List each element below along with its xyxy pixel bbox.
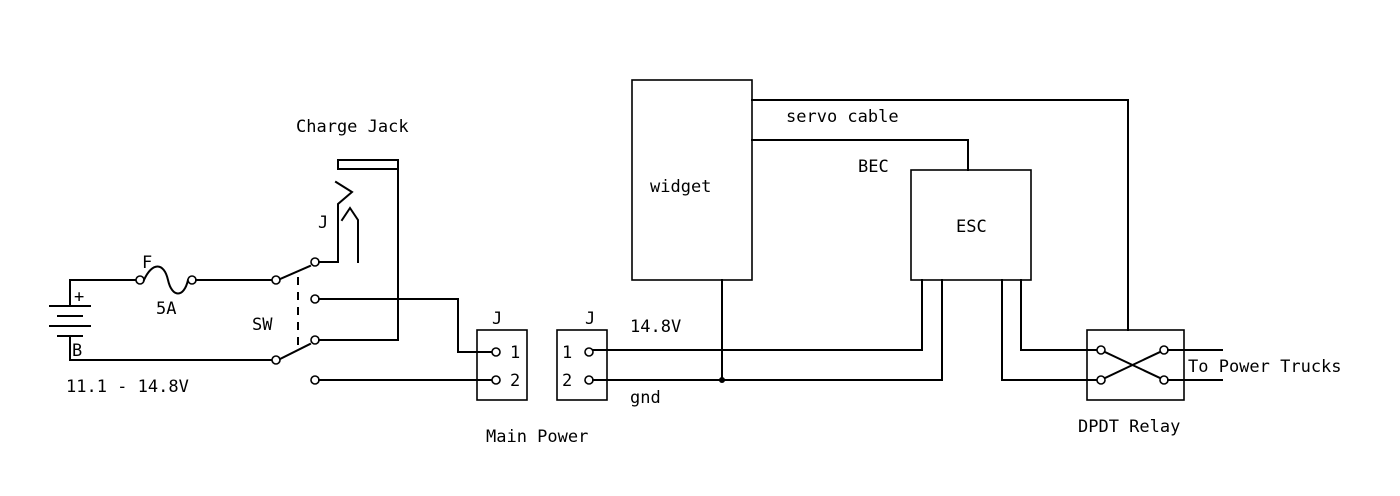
fuse-rating-label: 5A <box>156 299 176 319</box>
conn2-pin1-label: 1 <box>562 343 572 363</box>
gnd-label: gnd <box>630 388 661 408</box>
wire-esc-to-relay-a <box>1020 279 1098 351</box>
battery <box>49 279 91 361</box>
voltage-148v-label: 14.8V <box>630 317 681 337</box>
widget-box <box>631 79 753 281</box>
servo-cable-label: servo cable <box>786 107 899 127</box>
widget-label: widget <box>650 177 711 197</box>
dpdt-relay <box>1086 329 1223 401</box>
charge-jack <box>318 159 399 341</box>
main-power-connector-right <box>556 329 608 401</box>
conn1-pin2-label: 2 <box>510 371 520 391</box>
to-power-trucks-label: To Power Trucks <box>1188 357 1342 377</box>
fuse-label: F <box>142 253 152 273</box>
conn1-j-label: J <box>492 309 502 329</box>
battery-b-label: B <box>72 341 82 361</box>
main-power-connector-left <box>476 329 528 401</box>
dpdt-relay-label: DPDT Relay <box>1078 417 1180 437</box>
esc-box <box>910 169 1032 281</box>
bec-label: BEC <box>858 157 889 177</box>
wire-148v-to-esc <box>592 279 923 351</box>
conn2-pin2-label: 2 <box>562 371 572 391</box>
wire-esc-to-relay-b <box>1001 279 1098 381</box>
wire-bec <box>751 139 969 171</box>
battery-voltage-label: 11.1 - 14.8V <box>66 377 189 397</box>
wire-switch-to-conn-pin1 <box>318 298 493 353</box>
battery-plus-label: + <box>74 287 84 307</box>
jack-j-label: J <box>318 213 328 233</box>
power-switch <box>69 257 320 385</box>
esc-label: ESC <box>956 217 987 237</box>
main-power-label: Main Power <box>486 427 588 447</box>
conn1-pin1-label: 1 <box>510 343 520 363</box>
wire-gnd-to-esc <box>592 279 943 381</box>
wire-servo-cable <box>751 99 1129 331</box>
gnd-junction-dot <box>719 377 725 383</box>
conn2-j-label: J <box>585 309 595 329</box>
charge-jack-label: Charge Jack <box>296 117 409 137</box>
switch-label: SW <box>252 315 273 335</box>
fuse <box>69 265 273 295</box>
